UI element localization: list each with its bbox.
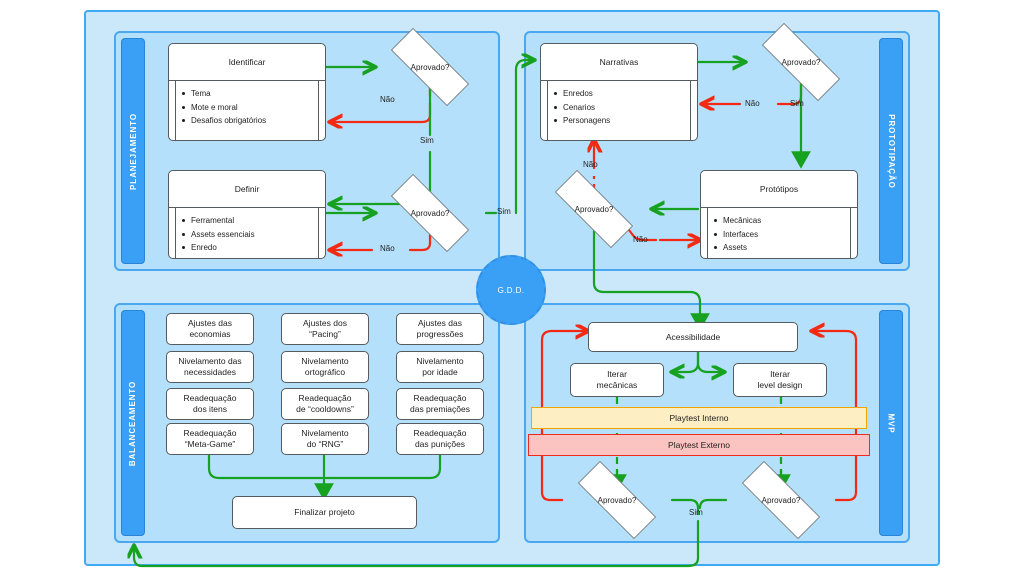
node-definir[interactable]: Definir Ferramental Assets essenciais En…	[168, 170, 326, 259]
node-prototipos-body: Mecânicas Interfaces Assets	[700, 207, 858, 259]
decision-mvp-left-label: Aprovado?	[597, 495, 637, 505]
band-playtest-interno-label: Playtest Interno	[669, 413, 729, 423]
decision-planejamento-1[interactable]: Aprovado?	[374, 28, 486, 106]
list-item: Cenarios	[554, 101, 687, 115]
list-item: Personagens	[554, 114, 687, 128]
node-narrativas-body: Enredos Cenarios Personagens	[540, 80, 698, 141]
node-finalizar-projeto[interactable]: Finalizar projeto	[232, 496, 417, 529]
node-prototipos-title: Protótipos	[700, 170, 858, 208]
node-iterar-level-design[interactable]: Iterar level design	[733, 363, 827, 397]
node-narrativas-title: Narrativas	[540, 43, 698, 81]
node-identificar-title: Identificar	[168, 43, 326, 81]
list-item: Mote e moral	[182, 101, 315, 115]
node-prototipos[interactable]: Protótipos Mecânicas Interfaces Assets	[700, 170, 858, 259]
node-balanceamento-c1-r2[interactable]: Nivelamento das necessidades	[166, 351, 254, 383]
edge-label-sim-planejamento-1: Sim	[420, 136, 434, 145]
edge-label-sim-mvp: Sim	[689, 508, 703, 517]
list-item: Mecânicas	[714, 214, 847, 228]
node-balanceamento-c2-r4[interactable]: Nivelamento do “RNG”	[281, 423, 369, 455]
node-identificar[interactable]: Identificar Tema Mote e moral Desafios o…	[168, 43, 326, 141]
node-balanceamento-c2-r2[interactable]: Nivelamento ortográfico	[281, 351, 369, 383]
node-balanceamento-c3-r3[interactable]: Readequação das premiações	[396, 388, 484, 420]
node-definir-title: Definir	[168, 170, 326, 208]
decision-planejamento-2-label: Aprovado?	[410, 208, 450, 218]
node-balanceamento-c3-r1[interactable]: Ajustes das progressões	[396, 313, 484, 345]
decision-mvp-right-label: Aprovado?	[761, 495, 801, 505]
decision-planejamento-2[interactable]: Aprovado?	[374, 174, 486, 252]
edge-label-sim-prototipacao-1: Sim	[790, 99, 804, 108]
node-balanceamento-c1-r1[interactable]: Ajustes das economias	[166, 313, 254, 345]
list-item: Enredos	[554, 87, 687, 101]
node-definir-body: Ferramental Assets essenciais Enredo	[168, 207, 326, 259]
node-gdd-label: G.D.D.	[497, 285, 525, 295]
decision-mvp-left[interactable]: Aprovado?	[561, 461, 673, 539]
node-gdd[interactable]: G.D.D.	[476, 255, 546, 325]
band-playtest-interno[interactable]: Playtest Interno	[531, 407, 867, 429]
edge-label-nao-prototipacao-1: Não	[745, 99, 760, 108]
node-prototipos-list: Mecânicas Interfaces Assets	[701, 208, 857, 255]
node-identificar-list: Tema Mote e moral Desafios obrigatórios	[169, 81, 325, 128]
node-balanceamento-c1-r4[interactable]: Readequação “Meta-Game”	[166, 423, 254, 455]
decision-prototipacao-2[interactable]: Aprovado?	[538, 170, 650, 248]
list-item: Tema	[182, 87, 315, 101]
list-item: Enredo	[182, 241, 315, 255]
band-playtest-externo[interactable]: Playtest Externo	[528, 434, 870, 456]
section-label-planejamento-text: PLANEJAMENTO	[128, 112, 138, 190]
list-item: Interfaces	[714, 228, 847, 242]
node-definir-list: Ferramental Assets essenciais Enredo	[169, 208, 325, 255]
node-balanceamento-c3-r4[interactable]: Readequação das punições	[396, 423, 484, 455]
list-item: Desafios obrigatórios	[182, 114, 315, 128]
decision-prototipacao-2-label: Aprovado?	[574, 204, 614, 214]
section-label-mvp: MVP	[879, 310, 903, 536]
edge-label-nao-planejamento-2: Não	[380, 244, 395, 253]
list-item: Assets	[714, 241, 847, 255]
node-narrativas[interactable]: Narrativas Enredos Cenarios Personagens	[540, 43, 698, 141]
node-balanceamento-c1-r3[interactable]: Readequação dos itens	[166, 388, 254, 420]
section-label-balanceamento: BALANCEAMENTO	[121, 310, 145, 536]
band-playtest-externo-label: Playtest Externo	[668, 440, 730, 450]
decision-prototipacao-1[interactable]: Aprovado?	[745, 23, 857, 101]
edge-label-nao-prototipacao-2: Não	[583, 160, 598, 169]
section-label-prototipacao: PROTOTIPAÇÃO	[879, 38, 903, 264]
decision-prototipacao-1-label: Aprovado?	[781, 57, 821, 67]
section-label-prototipacao-text: PROTOTIPAÇÃO	[886, 113, 896, 189]
node-balanceamento-c2-r3[interactable]: Readequação de “cooldowns”	[281, 388, 369, 420]
section-label-planejamento: PLANEJAMENTO	[121, 38, 145, 264]
section-label-mvp-text: MVP	[886, 412, 896, 434]
node-balanceamento-c2-r1[interactable]: Ajustes dos “Pacing”	[281, 313, 369, 345]
node-acessibilidade[interactable]: Acessibilidade	[588, 322, 798, 352]
list-item: Ferramental	[182, 214, 315, 228]
node-identificar-body: Tema Mote e moral Desafios obrigatórios	[168, 80, 326, 141]
node-iterar-mecanicas[interactable]: Iterar mecânicas	[570, 363, 664, 397]
node-narrativas-list: Enredos Cenarios Personagens	[541, 81, 697, 128]
edge-label-nao-prototipacao-3: Não	[633, 235, 648, 244]
node-balanceamento-c3-r2[interactable]: Nivelamento por idade	[396, 351, 484, 383]
section-label-balanceamento-text: BALANCEAMENTO	[128, 380, 138, 466]
decision-mvp-right[interactable]: Aprovado?	[725, 461, 837, 539]
edge-label-nao-planejamento-1: Não	[380, 95, 395, 104]
list-item: Assets essenciais	[182, 228, 315, 242]
decision-planejamento-1-label: Aprovado?	[410, 62, 450, 72]
edge-label-sim-planejamento-2: Sim	[497, 207, 511, 216]
